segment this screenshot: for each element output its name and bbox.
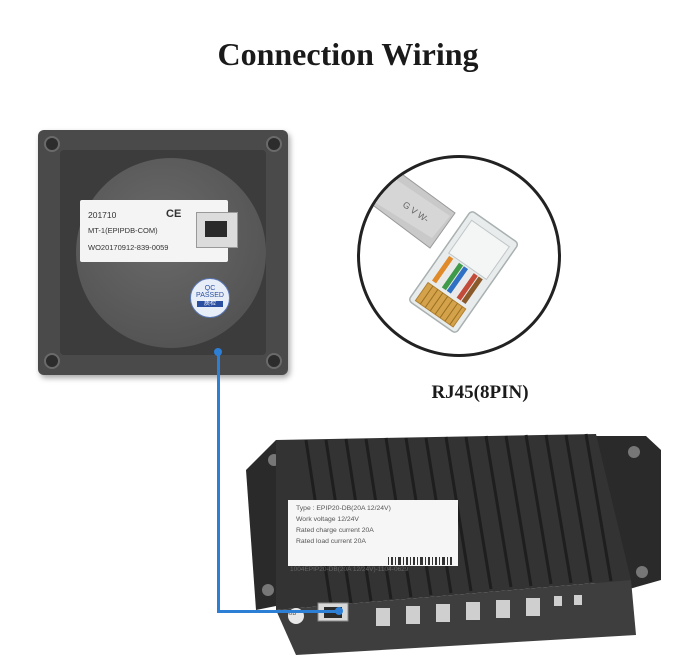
ce-mark: CE: [166, 208, 182, 220]
spec-voltage: Work voltage 12/24V: [296, 516, 359, 523]
qc-sticker-line2: PASSED: [196, 292, 224, 300]
spec-load-current: Rated load current 20A: [296, 538, 366, 545]
qc-sticker-line1: QC: [204, 285, 216, 292]
screw-icon: [266, 136, 282, 152]
qc-sticker-line3: 质检: [197, 300, 223, 307]
meter-rj45-port: [196, 212, 238, 248]
connection-wire-vertical: [217, 352, 220, 612]
charge-controller: Type : EPIP20-DB(20A 12/24V) Work voltag…: [236, 430, 666, 655]
barcode-text: 1004EPIP20-DB(20A 12/24V)-1104-0629: [290, 566, 409, 573]
controller-spec-label: Type : EPIP20-DB(20A 12/24V) Work voltag…: [288, 500, 458, 558]
spec-charge-current: Rated charge current 20A: [296, 527, 374, 534]
qc-passed-sticker: QC PASSED 质检: [190, 278, 230, 318]
screw-icon: [44, 136, 60, 152]
connection-wire-horizontal: [217, 610, 339, 613]
remote-meter-back: 201710 CE MT-1(EPIPDB-COM) WO20170912-83…: [38, 130, 288, 375]
controller-port-tag: 8B: [289, 611, 297, 617]
wire-endpoint-controller: [335, 607, 343, 615]
rj45-connector-closeup: G V W-: [357, 155, 561, 357]
connector-caption: RJ45(8PIN): [431, 382, 529, 403]
screw-icon: [266, 353, 282, 369]
spec-type: Type : EPIP20-DB(20A 12/24V): [296, 505, 391, 512]
meter-label-date: 201710: [88, 210, 117, 220]
rj45-socket-icon: [205, 221, 227, 237]
meter-label-model: MT-1(EPIPDB-COM): [88, 226, 158, 235]
controller-body-graphic: [246, 433, 661, 655]
meter-label-serial: WO20170912-839-0059: [88, 243, 169, 252]
page-title: Connection Wiring: [217, 36, 479, 72]
barcode-icon: [288, 556, 458, 566]
screw-icon: [44, 353, 60, 369]
rj45-connector-icon: G V W-: [360, 158, 519, 333]
